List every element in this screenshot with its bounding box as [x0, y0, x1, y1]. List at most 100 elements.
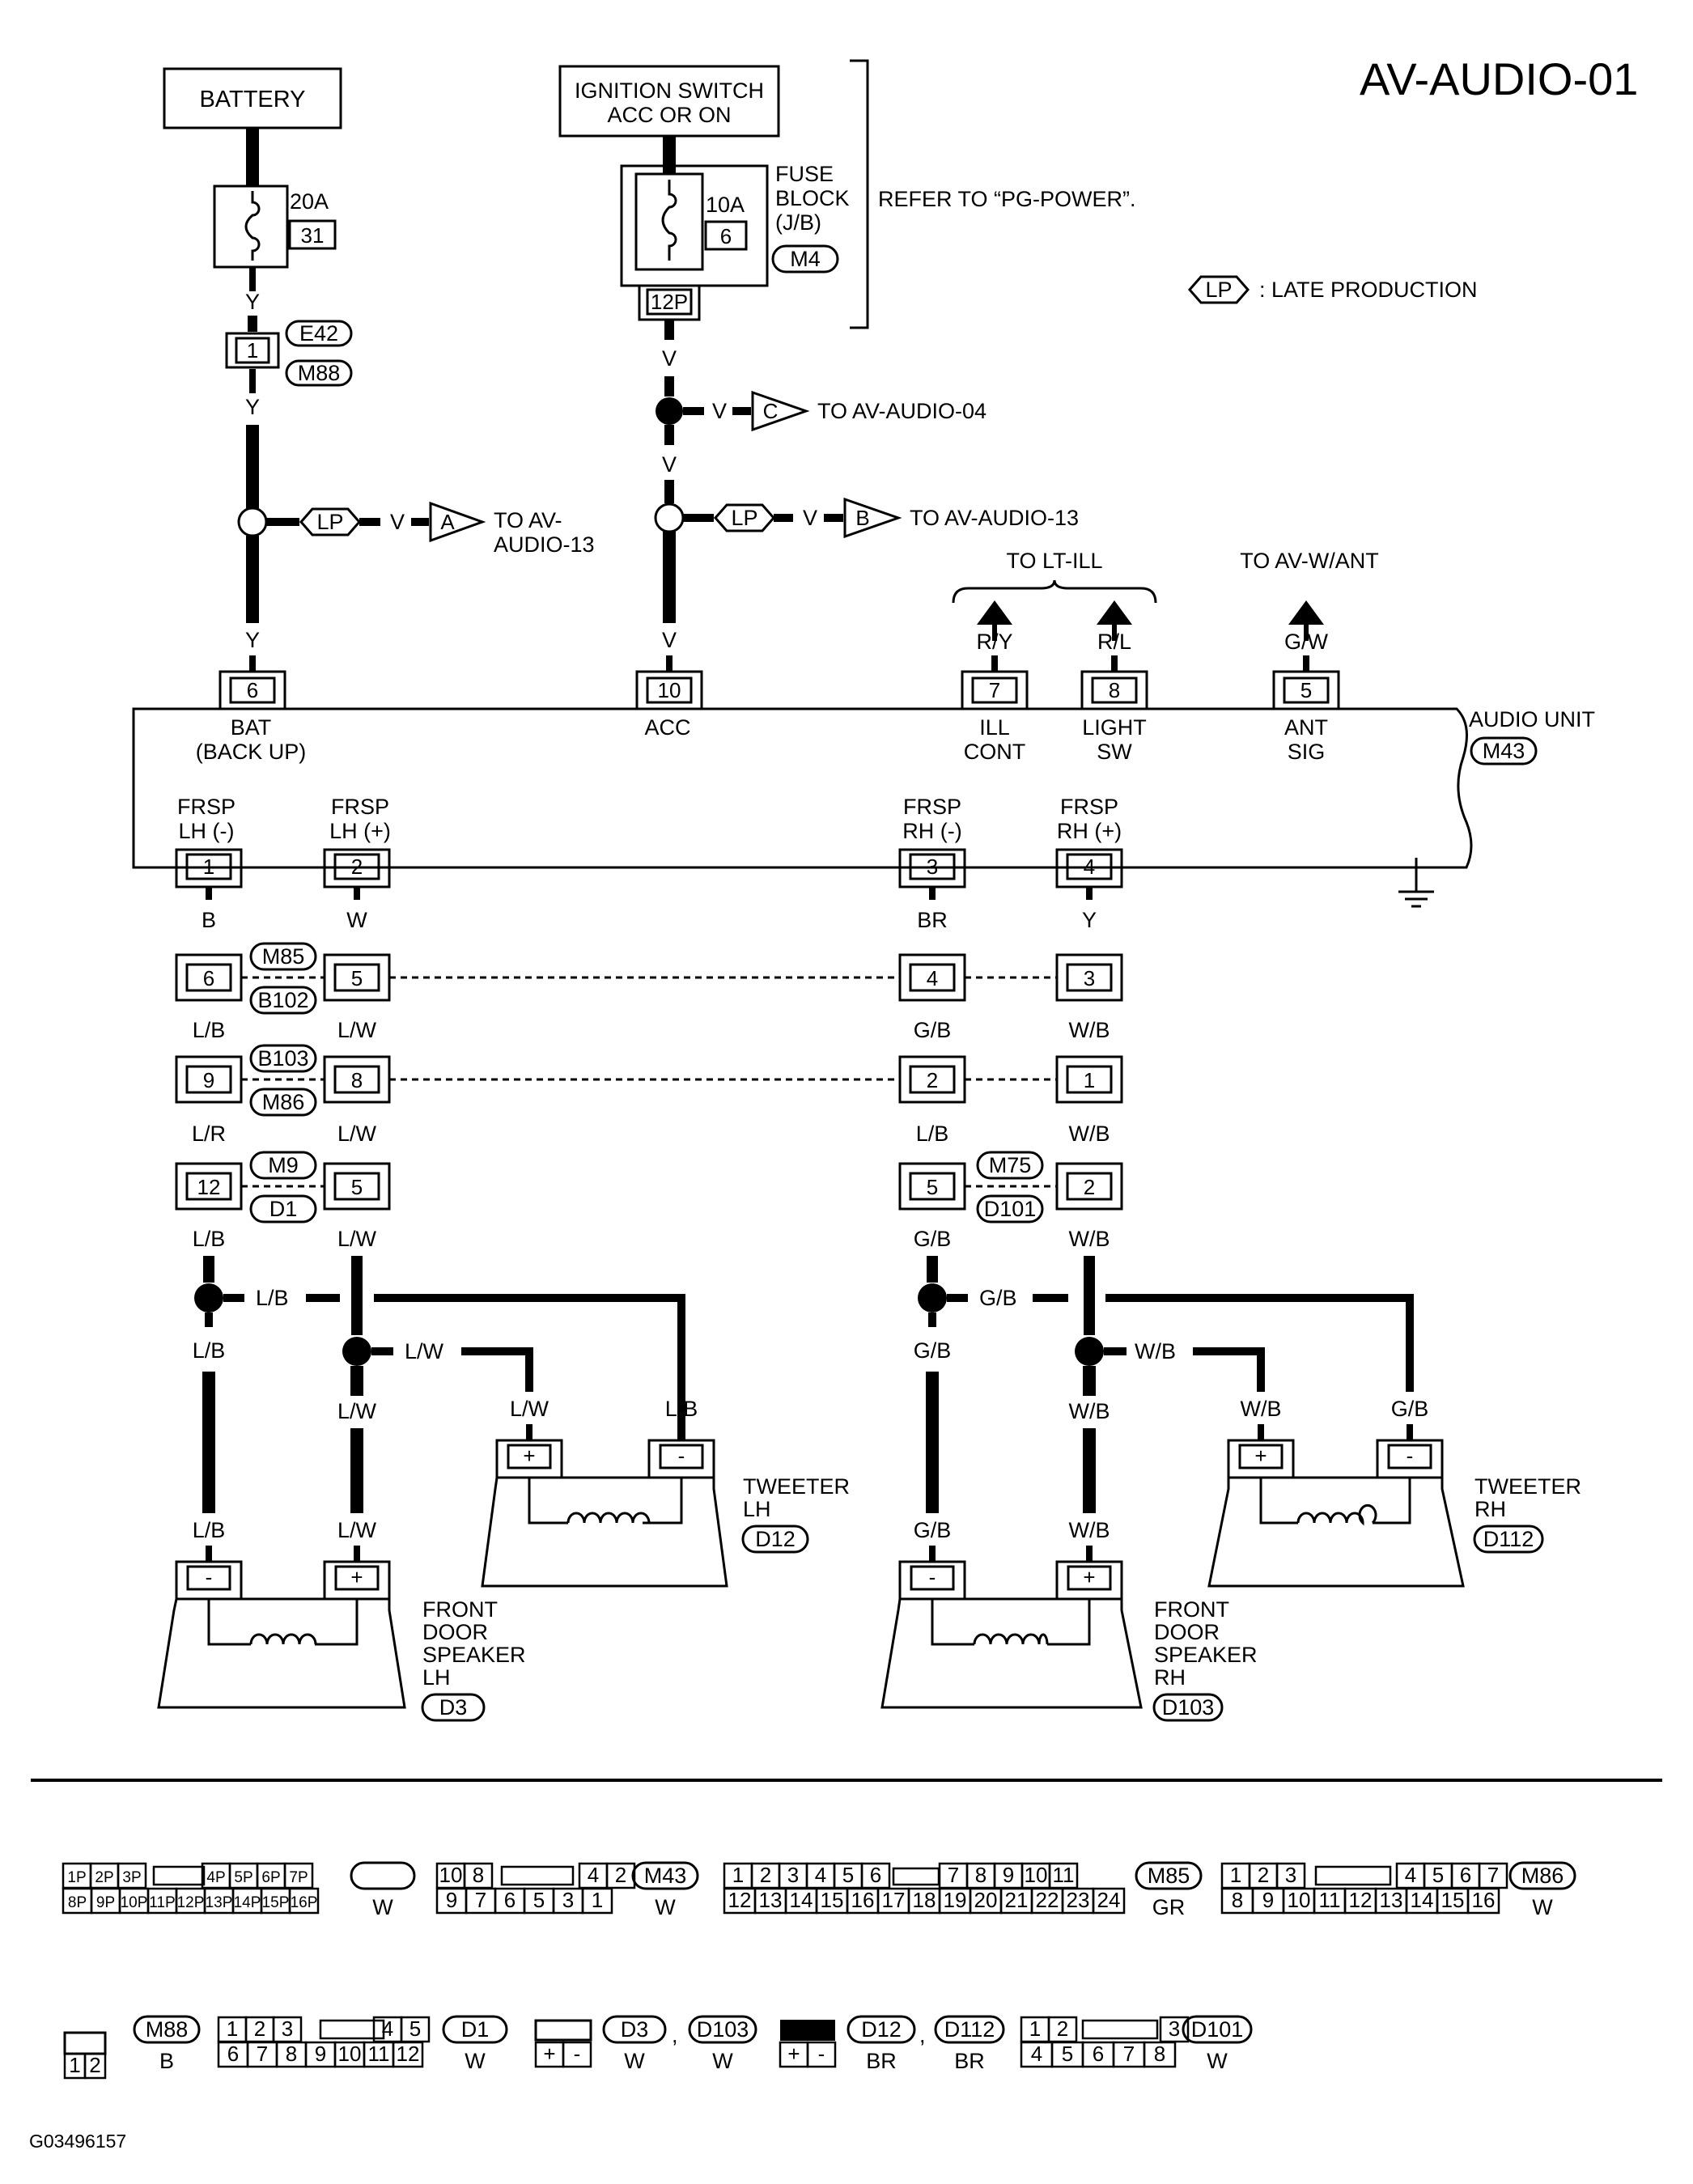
conn-m85-pin-4: 4 — [898, 953, 966, 1002]
svg-text:3: 3 — [1084, 966, 1095, 990]
figure-code: G03496157 — [29, 2131, 126, 2152]
cv-d3-color: W — [624, 2049, 645, 2073]
cv-pin-label: 12P — [177, 1894, 205, 1911]
wire-gb-1: G/B — [914, 1018, 952, 1042]
cv-d12-tag — [846, 2015, 916, 2044]
term-frsp-3: FRSP — [903, 795, 961, 819]
wire-gb-to-tweeter — [1105, 1294, 1414, 1392]
cv-pin-label: 5 — [409, 2016, 421, 2041]
svg-text:5: 5 — [351, 1175, 363, 1199]
cv-pin-label: 19 — [944, 1888, 967, 1912]
cv-pin-label: 6 — [1093, 2042, 1104, 2066]
audio-pin-6: 6 — [219, 670, 286, 710]
legend-lp-label: LP — [1205, 278, 1232, 302]
tw-lh-wire-lw: L/W — [510, 1397, 549, 1421]
cv-pin-label: 1 — [732, 1863, 744, 1887]
cv-pin-label: 20 — [974, 1888, 998, 1912]
cv-d12-name: D12 — [861, 2017, 902, 2042]
cv-pin-cell — [1092, 1887, 1126, 1915]
cv-m4-color: W — [372, 1895, 393, 1919]
cv-pin-label: 6 — [870, 1863, 881, 1887]
speaker-rh-minus-terminal: - — [898, 1560, 966, 1601]
cv-pin-label: + — [787, 2042, 800, 2066]
cv-pin-label: 2P — [95, 1869, 113, 1886]
cv-d101-tag — [1182, 2015, 1253, 2044]
wire-v-a: V — [390, 510, 405, 534]
speaker-lh-body — [157, 1597, 406, 1709]
connector-e42-label: E42 — [299, 321, 338, 346]
svg-text:2: 2 — [927, 1068, 938, 1092]
connector-view-d12: +- — [779, 2041, 837, 2068]
wire-wb-5: W/B — [1069, 1518, 1110, 1542]
wire-v-c: V — [712, 399, 727, 423]
tag-d1 — [249, 1194, 317, 1223]
cv-pin-label: 7 — [1123, 2042, 1135, 2066]
cv-pin-label: 9 — [1262, 1888, 1274, 1912]
cv-pin-label: 12 — [397, 2042, 420, 2066]
cv-m86-tag — [1508, 1861, 1576, 1890]
wire-lw-2: L/W — [337, 1122, 377, 1146]
cv-pin-label: 6 — [1460, 1863, 1471, 1887]
audio-pin-7: 7 — [961, 670, 1029, 710]
speaker-rh-tag — [1152, 1693, 1224, 1722]
audio-unit-connector: M43 — [1483, 739, 1525, 763]
svg-text:2: 2 — [351, 855, 363, 879]
fuse-31-box — [288, 219, 337, 250]
cv-d3-slot — [534, 2019, 592, 2042]
fuse-20a-symbol — [244, 191, 261, 261]
audio-pin-8: 8 — [1080, 670, 1148, 710]
cv-d101-color: W — [1207, 2049, 1228, 2073]
wire-y-2: Y — [245, 395, 260, 419]
cv-pin-label: 16 — [1472, 1888, 1496, 1912]
cv-pin-label: 2 — [760, 1863, 771, 1887]
tweeter-rh-coil — [1296, 1503, 1377, 1526]
cv-pin-label: 2 — [89, 2053, 100, 2077]
fuse-20a-box — [213, 184, 289, 269]
cv-pin-label: 10 — [439, 1863, 463, 1887]
fuse-block-connector-tag — [771, 244, 839, 274]
cv-m88-color: B — [159, 2049, 174, 2073]
wire-lb-5: L/B — [193, 1518, 226, 1542]
cv-pin-label: 1 — [1029, 2016, 1041, 2041]
svg-text:4: 4 — [1084, 855, 1095, 879]
cv-pin-label: 9P — [96, 1894, 115, 1911]
cv-d112-color: BR — [954, 2049, 985, 2073]
cv-pin-label: 2 — [254, 2016, 265, 2041]
cv-m86-color: W — [1532, 1895, 1553, 1919]
splice-v-c — [656, 397, 683, 425]
cv-pin-cell — [1466, 1887, 1500, 1915]
speaker-lh-leads — [207, 1599, 359, 1646]
wire-ry: R/Y — [976, 630, 1012, 654]
audio-pin-1: 1 — [175, 848, 243, 888]
conn-m86-pin-1: 1 — [1055, 1055, 1123, 1104]
ref-a-text1: TO AV- — [494, 508, 562, 532]
legend-lp-text: : LATE PRODUCTION — [1259, 278, 1478, 302]
cv-pin-label: 10 — [1025, 1863, 1048, 1887]
tweeter-rh-leads — [1259, 1478, 1411, 1525]
cv-pin-label: 4 — [1031, 2042, 1042, 2066]
cv-pin-label: 7P — [289, 1869, 308, 1886]
speaker-lh-label-3: SPEAKER — [422, 1643, 526, 1667]
conn-d1-pin-12: 12 — [175, 1162, 243, 1211]
wire-wb-4: W/B — [1069, 1399, 1110, 1423]
cv-pin-label: 3 — [562, 1888, 574, 1912]
conn-m85-pin-6: 6 — [175, 953, 243, 1002]
conn-m86-pin-2: 2 — [898, 1055, 966, 1104]
arrow-up-ill — [977, 600, 1012, 641]
cv-m88-top — [63, 2031, 107, 2055]
cv-pin-label: 6 — [504, 1888, 516, 1912]
cv-pin-label: 8P — [68, 1894, 87, 1911]
cv-pin-label: - — [818, 2042, 825, 2066]
cv-m43-color: W — [655, 1895, 676, 1919]
svg-text:6: 6 — [203, 966, 214, 990]
cv-pin-label: 8 — [1154, 2042, 1165, 2066]
cv-pin-label: 3 — [1285, 1863, 1296, 1887]
cv-pin-label: 11 — [1053, 1863, 1075, 1887]
svg-text:2: 2 — [1084, 1175, 1095, 1199]
ref-c-letter: C — [763, 399, 779, 423]
svg-text:1: 1 — [247, 338, 258, 363]
cv-d103-name: D103 — [697, 2017, 749, 2042]
wire-wb-3: W/B — [1069, 1227, 1110, 1251]
term-bat-2: (BACK UP) — [196, 740, 307, 764]
